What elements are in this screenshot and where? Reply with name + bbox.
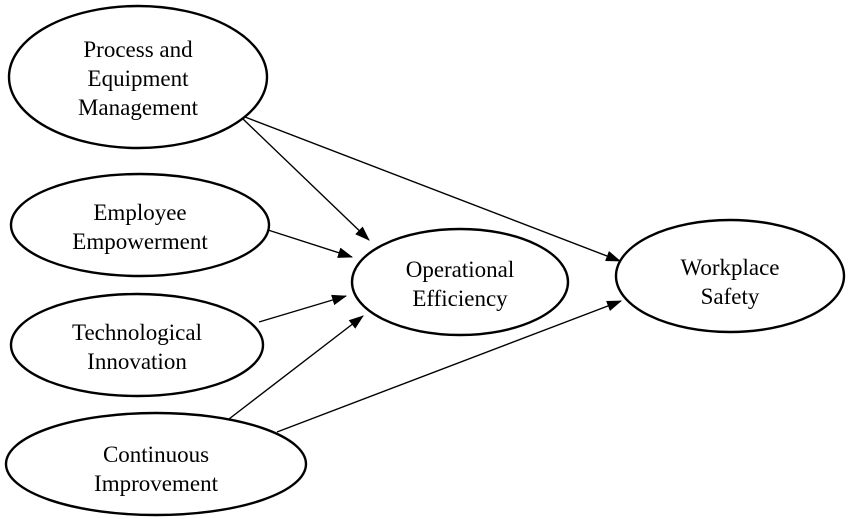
edge-employee-to-efficiency [267, 229, 354, 258]
edge-process-to-efficiency [242, 118, 370, 241]
node-continuous-improvement: Continuous Improvement [4, 411, 308, 517]
continuous-label-line-1: Continuous [103, 442, 209, 467]
process-label-line-3: Management [78, 95, 199, 120]
process-label-line-2: Equipment [88, 66, 190, 91]
edge-continuous-to-safety [276, 300, 623, 433]
node-process-equipment-management: Process and Equipment Management [7, 4, 269, 150]
technological-innovation-ellipse [9, 292, 265, 398]
efficiency-label-line-1: Operational [406, 257, 515, 282]
safety-label-line-2: Safety [701, 284, 760, 309]
node-operational-efficiency: Operational Efficiency [350, 227, 570, 337]
edge-process-to-safety [244, 116, 622, 262]
continuous-label-line-2: Improvement [94, 471, 219, 496]
efficiency-label-line-2: Efficiency [412, 286, 508, 311]
process-equipment-management-ellipse [7, 4, 269, 150]
node-workplace-safety: Workplace Safety [614, 218, 846, 334]
tech-label-line-1: Technological [72, 320, 202, 345]
edge-tech-to-efficiency [258, 294, 348, 323]
edge-continuous-to-efficiency [228, 315, 364, 420]
edges [228, 116, 623, 433]
process-label-line-1: Process and [83, 37, 193, 62]
employee-empowerment-ellipse [9, 172, 271, 278]
operational-efficiency-ellipse [350, 227, 570, 337]
employee-label-line-2: Empowerment [72, 229, 208, 254]
node-technological-innovation: Technological Innovation [9, 292, 265, 398]
node-employee-empowerment: Employee Empowerment [9, 172, 271, 278]
continuous-improvement-ellipse [4, 411, 308, 517]
tech-label-line-2: Innovation [87, 349, 187, 374]
employee-label-line-1: Employee [93, 200, 186, 225]
safety-label-line-1: Workplace [680, 255, 779, 280]
workplace-safety-ellipse [614, 218, 846, 334]
